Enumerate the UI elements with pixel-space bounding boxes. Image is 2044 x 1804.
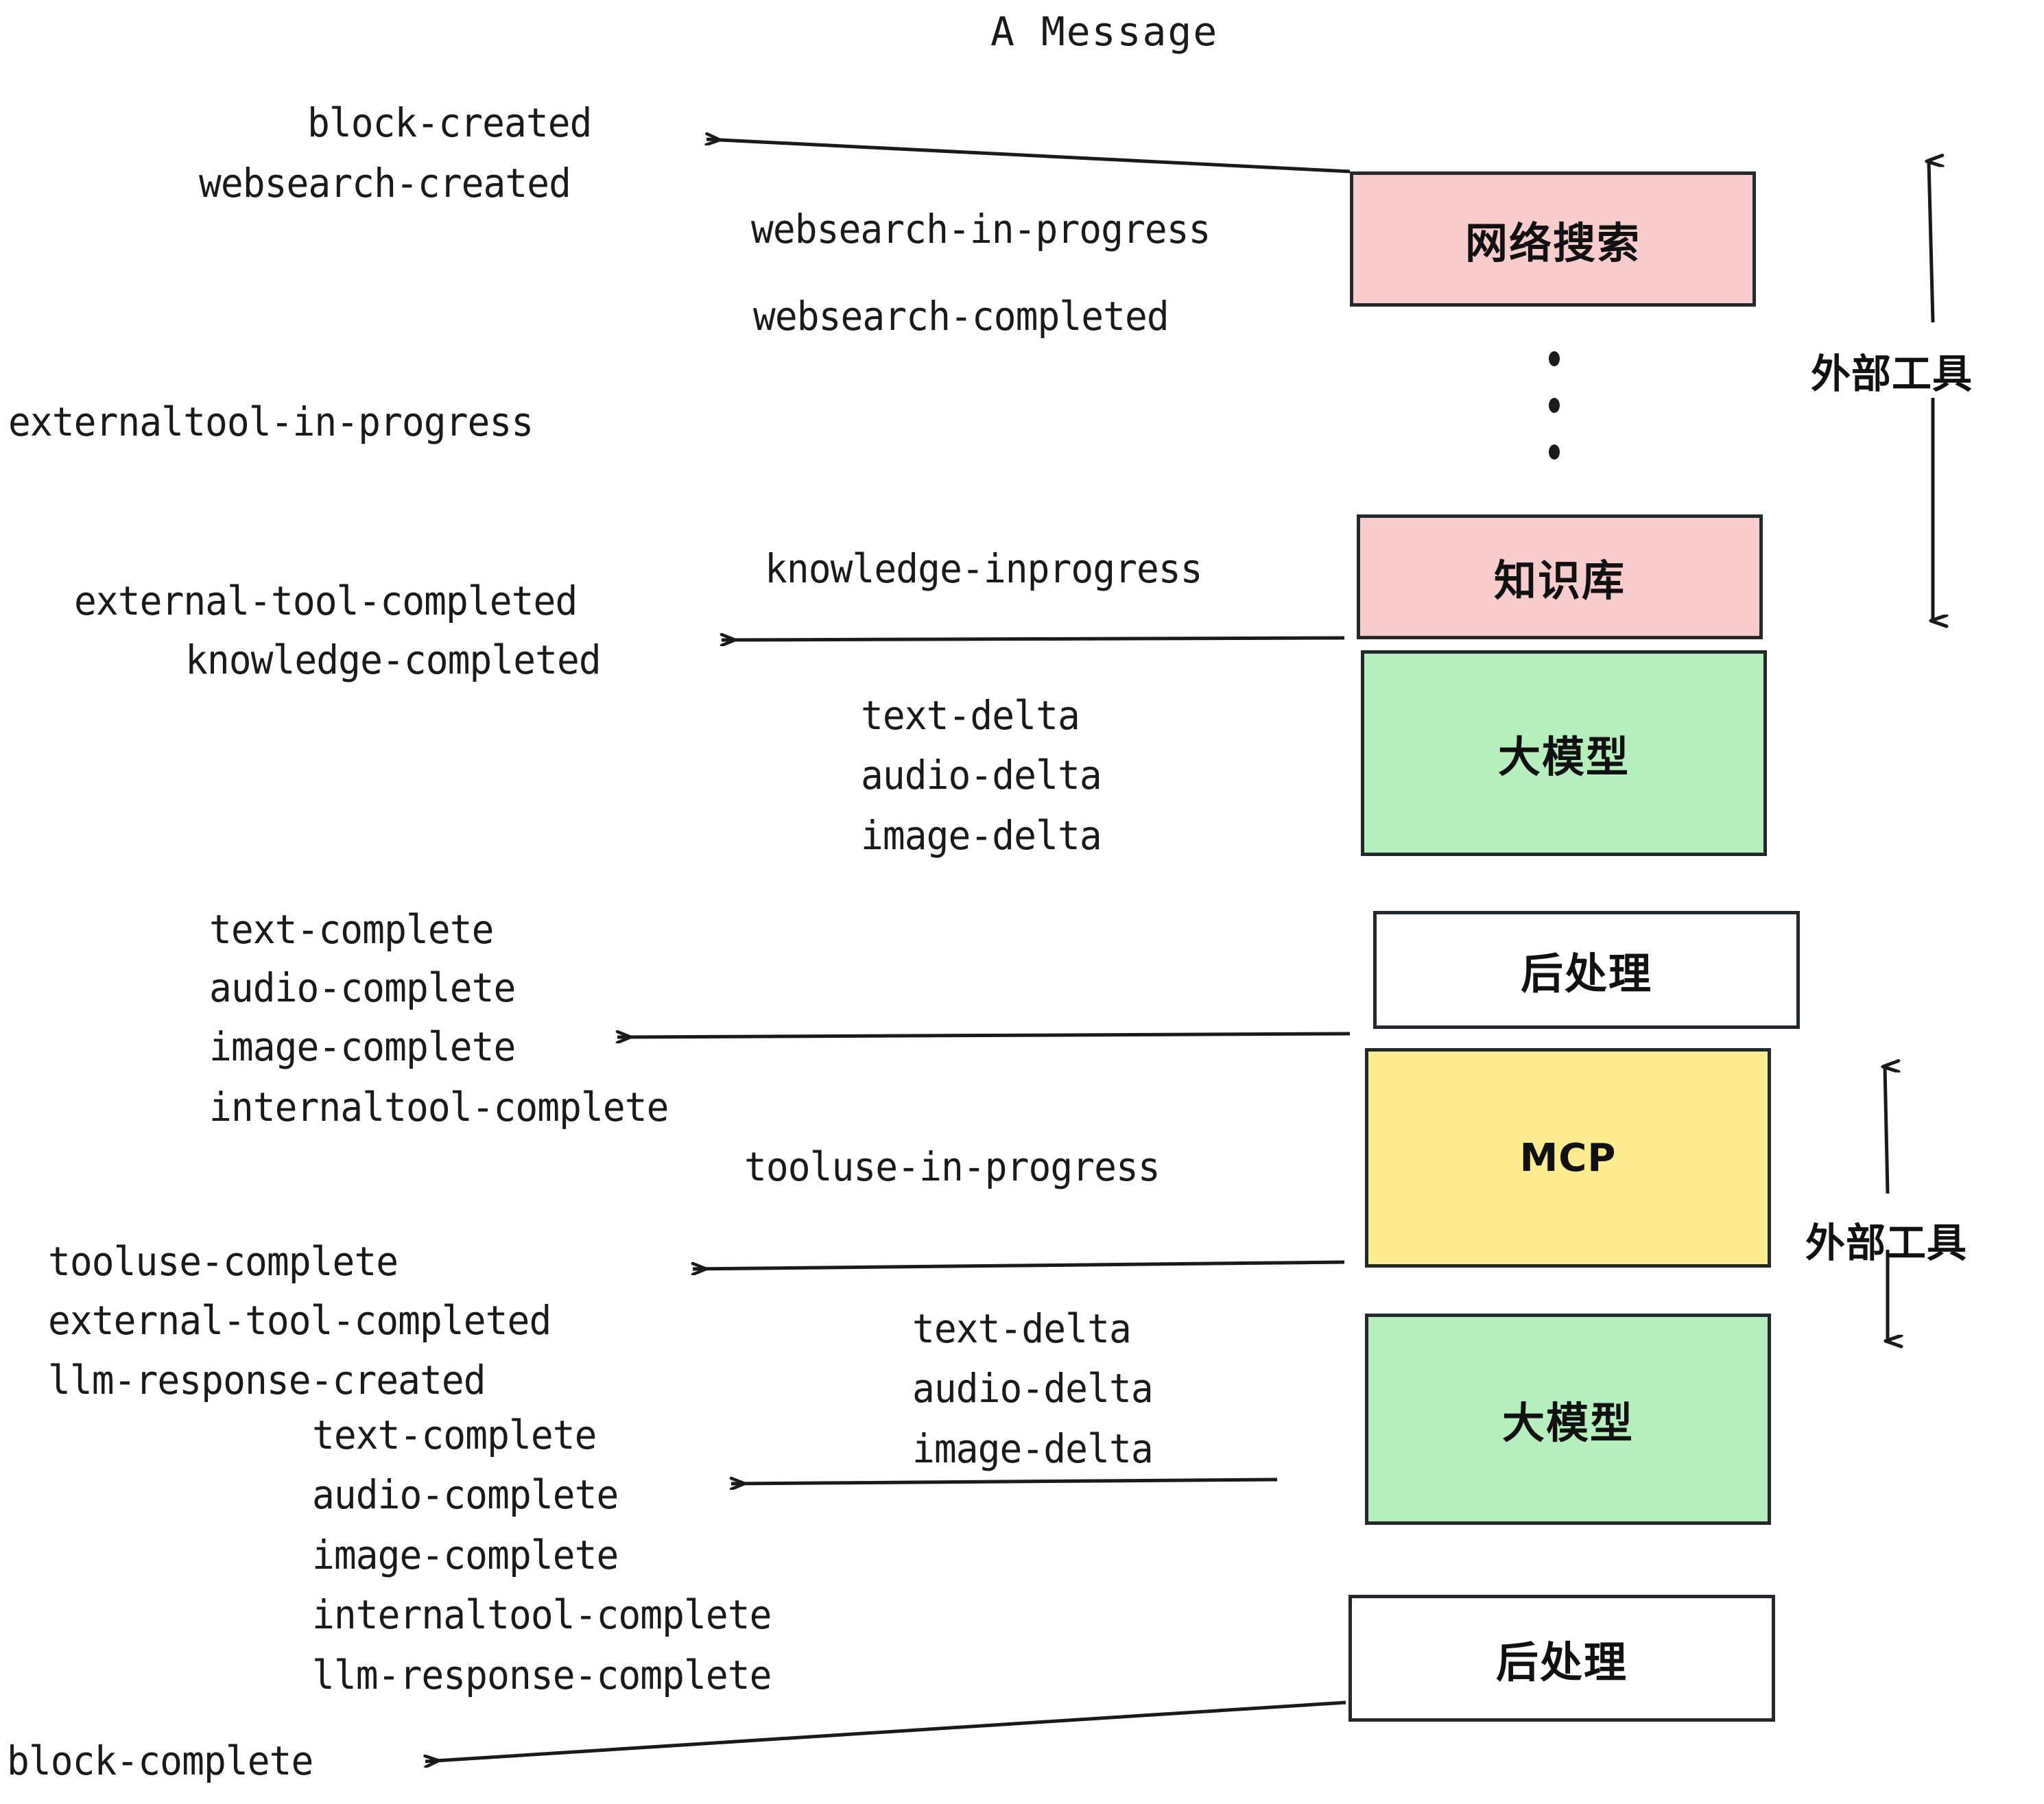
event-knowledge-completed: knowledge-completed xyxy=(185,637,602,683)
event-tooluse-complete: tooluse-complete xyxy=(48,1238,399,1285)
event-text-delta-2: text-delta xyxy=(912,1305,1132,1352)
event-audio-delta-2: audio-delta xyxy=(912,1365,1154,1412)
event-knowledge-inprogress: knowledge-inprogress xyxy=(765,545,1203,592)
event-websearch-created: websearch-created xyxy=(199,160,571,206)
event-llm-response-complete: llm-response-complete xyxy=(312,1652,772,1698)
event-image-delta-1: image-delta xyxy=(861,812,1102,859)
box-mcp[interactable]: MCP xyxy=(1365,1048,1771,1268)
event-tooluse-in-progress: tooluse-in-progress xyxy=(744,1143,1161,1190)
box-postprocess-1-label: 后处理 xyxy=(1520,949,1652,999)
event-image-delta-2: image-delta xyxy=(912,1425,1154,1472)
ellipsis-dot xyxy=(1549,444,1560,460)
side-label-external-tool-top: 外部工具 xyxy=(1811,351,1973,397)
event-audio-delta-1: audio-delta xyxy=(861,752,1102,798)
event-block-complete: block-complete xyxy=(7,1737,313,1784)
side-label-external-tool-bottom: 外部工具 xyxy=(1805,1220,1968,1266)
arrow-websearch-created xyxy=(706,139,1351,174)
event-text-complete-1: text-complete xyxy=(209,906,494,953)
arrow-block-complete xyxy=(425,1700,1346,1761)
box-postprocess-1[interactable]: 后处理 xyxy=(1373,911,1800,1029)
event-websearch-in-progress: websearch-in-progress xyxy=(751,206,1211,252)
event-internaltool-complete-1: internaltool-complete xyxy=(209,1084,669,1130)
ellipsis-dot xyxy=(1549,351,1560,366)
arrow-audio-complete-2 xyxy=(731,1480,1278,1484)
event-external-tool-completed-2: external-tool-completed xyxy=(48,1297,551,1344)
box-websearch-label: 网络搜索 xyxy=(1464,217,1641,268)
event-image-complete-1: image-complete xyxy=(209,1023,516,1070)
event-websearch-completed: websearch-completed xyxy=(753,293,1169,340)
arrow-knowledge-completed xyxy=(722,638,1345,640)
event-internaltool-complete-2: internaltool-complete xyxy=(312,1591,772,1638)
arrow-tooluse-complete xyxy=(693,1260,1345,1269)
event-externaltool-in-progress: externaltool-in-progress xyxy=(8,399,534,445)
event-block-created: block-created xyxy=(307,99,592,146)
box-llm-1-label: 大模型 xyxy=(1497,732,1630,782)
event-external-tool-completed-1: external-tool-completed xyxy=(74,578,578,624)
box-mcp-label: MCP xyxy=(1519,1135,1617,1180)
box-knowledge-label: 知识库 xyxy=(1493,556,1626,606)
event-audio-complete-2: audio-complete xyxy=(312,1471,619,1518)
box-postprocess-2[interactable]: 后处理 xyxy=(1348,1595,1775,1722)
box-llm-2-label: 大模型 xyxy=(1501,1398,1634,1448)
box-postprocess-2-label: 后处理 xyxy=(1495,1637,1628,1687)
event-llm-response-created: llm-response-created xyxy=(48,1357,486,1403)
box-llm-2[interactable]: 大模型 xyxy=(1365,1314,1771,1525)
event-text-complete-2: text-complete xyxy=(312,1412,597,1458)
box-websearch[interactable]: 网络搜索 xyxy=(1350,171,1756,307)
event-audio-complete-1: audio-complete xyxy=(209,964,516,1011)
event-text-delta-1: text-delta xyxy=(861,692,1080,739)
page-title: A Message xyxy=(990,8,1219,55)
arrow-external-tool-up-bottom xyxy=(1885,1067,1888,1194)
arrow-external-tool-up-top xyxy=(1929,161,1933,323)
box-llm-1[interactable]: 大模型 xyxy=(1361,650,1767,856)
ellipsis-dot xyxy=(1549,398,1560,413)
event-image-complete-2: image-complete xyxy=(312,1532,619,1578)
arrow-image-complete-1 xyxy=(617,1034,1351,1037)
vertical-ellipsis xyxy=(1549,351,1560,491)
box-knowledge[interactable]: 知识库 xyxy=(1357,514,1763,639)
